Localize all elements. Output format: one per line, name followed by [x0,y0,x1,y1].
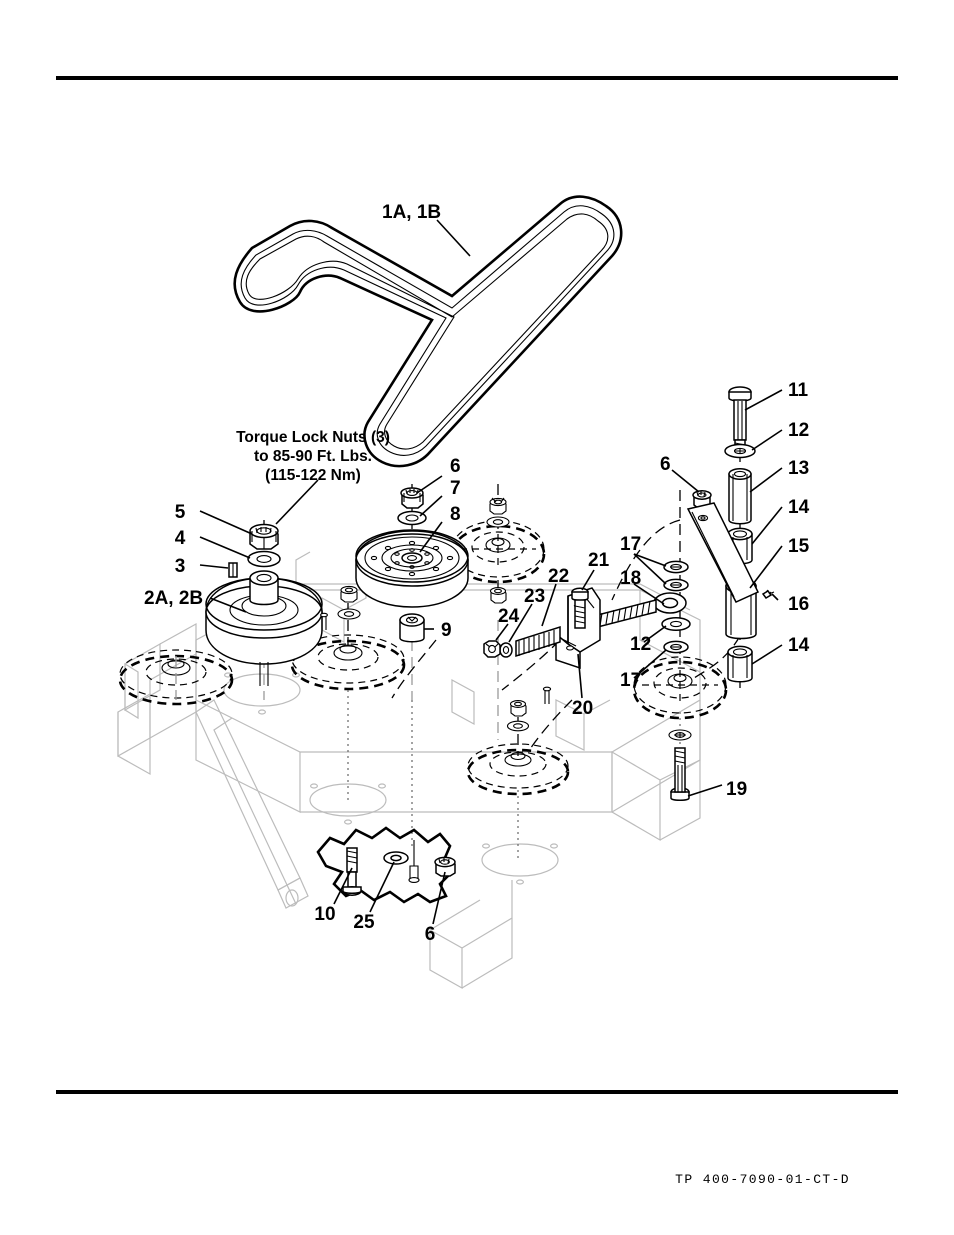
blade-center-bolt [408,840,420,883]
callout-8: 8 [450,504,461,525]
callout-9: 9 [441,620,452,641]
phantom-pulley-right [632,656,728,720]
drive-belt-group [233,195,623,468]
torque-note-line-1: Torque Lock Nuts (3) [236,429,390,446]
part-washer-7 [397,510,427,526]
part-washer-23 [499,642,513,658]
part-washer-12-right [724,443,756,459]
header-rule [56,76,898,80]
callout-10: 10 [314,904,335,925]
part-washer-25 [383,851,409,865]
callout-17-upper: 17 [620,534,641,555]
part-washer-4 [247,550,281,568]
callout-14-upper: 14 [788,497,810,518]
callout-19: 19 [726,779,747,800]
callout-21: 21 [588,550,610,571]
part-spring-22 [515,625,561,658]
callout-2a-2b: 2A, 2B [144,588,203,609]
torque-note-line-3: (115-122 Nm) [265,467,361,484]
callout-1a-1b: 1A, 1B [382,202,441,223]
part-spacer-13 [728,468,752,525]
part-washer-12-mid [661,617,691,631]
callout-leader-lines [199,219,783,925]
part-spacer-9 [399,613,425,643]
part-nut-24 [483,640,501,658]
part-bolt-10 [342,847,362,896]
callout-24: 24 [498,606,520,627]
part-idler-pulley-8 [355,529,469,608]
phantom-pulley-upper-mid [450,520,546,584]
callout-12-mid: 12 [630,634,651,655]
part-washer-17-lower [663,640,689,654]
callout-13: 13 [788,458,809,479]
callout-15: 15 [788,536,810,557]
part-blade-assembly [316,826,456,904]
callout-6-center: 6 [450,456,461,477]
callout-16: 16 [788,594,809,615]
part-bolt-19 [668,729,692,801]
footer-part-code: TP 400-7090-01-CT-D [675,1172,850,1187]
callout-22: 22 [548,566,569,587]
callout-25: 25 [353,912,375,933]
part-locknut-6-blade [434,856,456,877]
callout-14-lower: 14 [788,635,810,656]
torque-note-line-2: to 85-90 Ft. Lbs. [254,448,372,465]
callout-7: 7 [450,478,461,499]
callout-3: 3 [175,556,186,577]
part-bushing-14-lower [727,645,753,683]
callout-5: 5 [175,502,186,523]
part-idler-arm-bracket [686,502,760,603]
callout-11: 11 [788,380,809,401]
callout-18: 18 [620,568,641,589]
callout-4: 4 [175,528,186,549]
part-locknut-6-center [400,487,424,509]
center-hardware-stack [320,497,552,732]
part-key-3 [228,562,238,578]
part-washer-17-upper [663,560,689,574]
part-washer-17b [663,578,689,592]
torque-note: Torque Lock Nuts (3) to 85-90 Ft. Lbs. (… [236,429,390,484]
part-pin-16 [761,589,775,599]
part-bolt-21 [571,587,589,629]
callout-6-bottom: 6 [425,924,436,945]
callout-23: 23 [524,586,545,607]
callout-12-right: 12 [788,420,809,441]
part-rod-18 [585,592,687,631]
callout-6-right: 6 [660,454,671,475]
callout-numbers: 1A, 1B 5 4 3 2A, 2B 6 7 8 9 6 11 12 13 1… [144,202,810,945]
part-locknut-5 [249,523,279,550]
callout-17-lower: 17 [620,670,641,691]
callout-20: 20 [572,698,593,719]
footer-rule [56,1090,898,1094]
